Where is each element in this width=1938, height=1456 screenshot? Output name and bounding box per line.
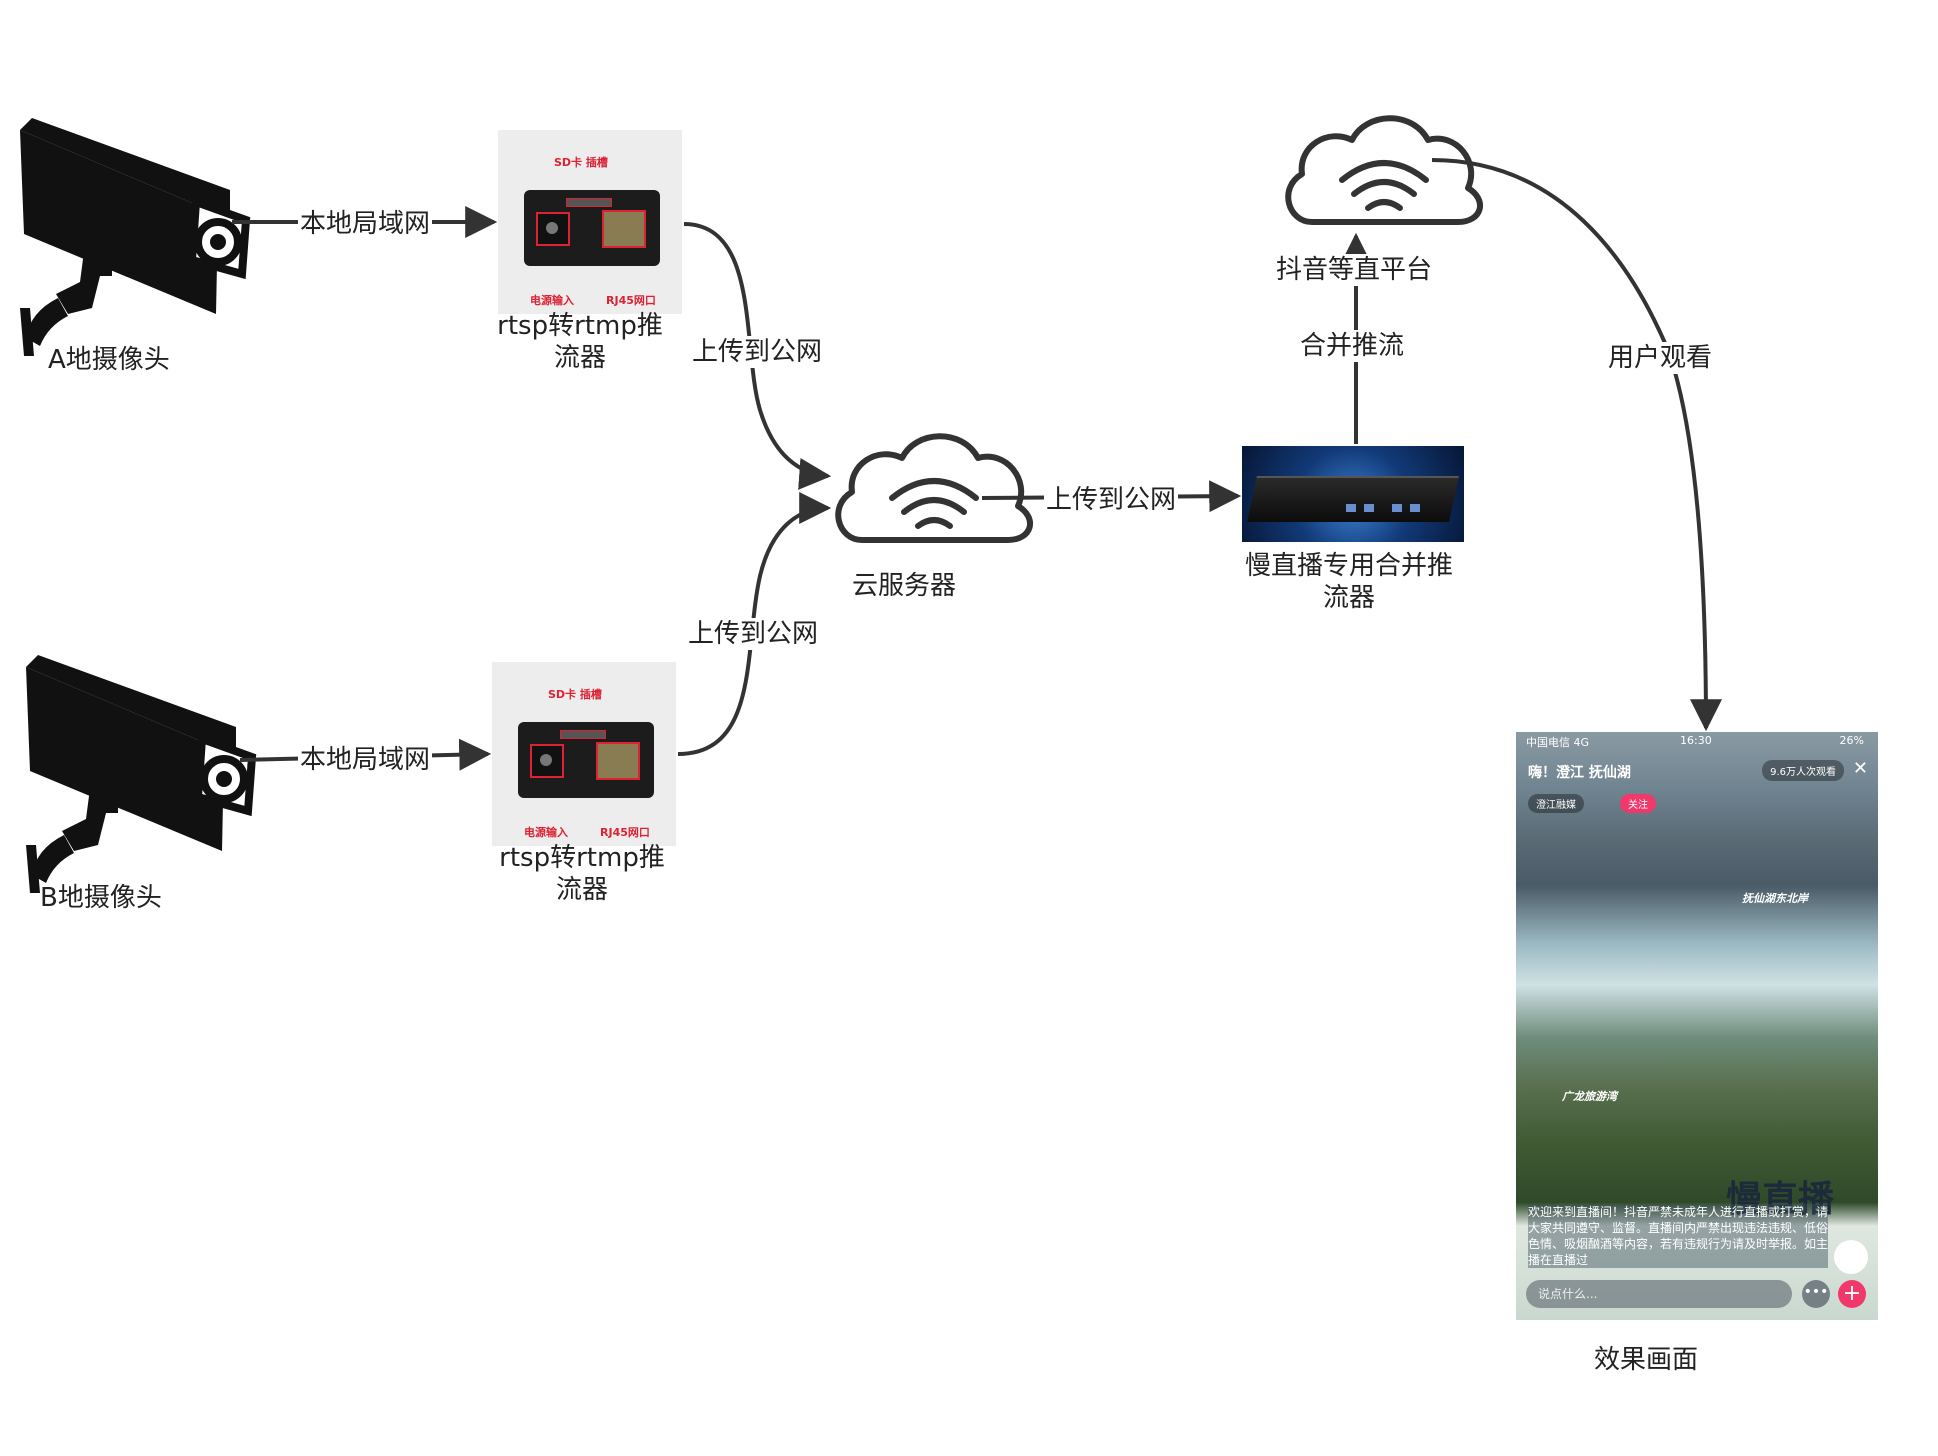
clock: 16:30: [1680, 734, 1712, 747]
merger-box: [1247, 476, 1459, 522]
camera-icon: [26, 655, 252, 893]
more-icon[interactable]: •••: [1802, 1280, 1830, 1308]
close-icon[interactable]: ✕: [1852, 758, 1868, 779]
label-pusher-a: rtsp转rtmp推 流器: [490, 310, 670, 374]
caption-mid: 广龙旅游湾: [1562, 1090, 1617, 1103]
plus-icon[interactable]: +: [1838, 1280, 1866, 1308]
viewer-count: 9.6万人次观看: [1762, 760, 1844, 781]
caption-top: 抚仙湖东北岸: [1742, 892, 1808, 905]
power-port: [530, 744, 564, 778]
label-camera-b: B地摄像头: [40, 883, 162, 913]
merger-port: [1392, 504, 1402, 512]
label-effect: 效果画面: [1594, 1345, 1699, 1375]
pusher-photo-b: SD卡 插槽 电源输入 RJ45网口: [492, 662, 676, 846]
rj45-label: RJ45网口: [606, 294, 656, 307]
edge-upload-a: [683, 222, 832, 490]
rj45-port: [602, 210, 646, 248]
merger-port: [1346, 504, 1356, 512]
merger-port: [1364, 504, 1374, 512]
label-line: 慢直播专用合并推: [1244, 551, 1453, 581]
cloud-wifi-icon: [838, 436, 1030, 540]
follow-button[interactable]: 关注: [1620, 794, 1656, 813]
edge-label-upload-b: 上传到公网: [686, 618, 821, 650]
channel-badge[interactable]: 澄江融媒: [1528, 794, 1584, 813]
power-label: 电源输入: [530, 294, 574, 307]
sd-slot: [566, 198, 612, 207]
carrier: 中国电信 4G: [1526, 736, 1590, 749]
live-title: 嗨！澄江 抚仙湖: [1528, 765, 1631, 781]
label-pusher-b: rtsp转rtmp推 流器: [492, 842, 672, 906]
status-bar: 中国电信 4G 16:30 26%: [1516, 732, 1878, 750]
edge-label-upload-a: 上传到公网: [690, 336, 825, 368]
merger-photo: [1242, 446, 1464, 542]
sd-slot-label: SD卡 插槽: [548, 688, 602, 701]
app-logo-icon: [1834, 1240, 1868, 1274]
sd-slot: [560, 730, 606, 739]
brand-logo: 慢直播: [1725, 1178, 1834, 1220]
power-label: 电源输入: [524, 826, 568, 839]
camera-icon: [20, 118, 246, 356]
edge-label-lan-b: 本地局域网: [298, 744, 433, 776]
power-port: [536, 212, 570, 246]
effect-screenshot: 中国电信 4G 16:30 26% 嗨！澄江 抚仙湖 9.6万人次观看 ✕ 澄江…: [1516, 732, 1878, 1320]
label-platform: 抖音等直平台: [1274, 254, 1435, 286]
edge-upload-b: [677, 492, 832, 756]
label-merger: 慢直播专用合并推 流器: [1236, 550, 1462, 614]
rj45-label: RJ45网口: [600, 826, 650, 839]
label-line: 流器: [553, 343, 606, 373]
pusher-photo-a: SD卡 插槽 电源输入 RJ45网口: [498, 130, 682, 314]
chat-input[interactable]: 说点什么...: [1526, 1280, 1792, 1308]
label-line: rtsp转rtmp推: [499, 843, 665, 873]
rj45-port: [596, 742, 640, 780]
edge-label-lan-a: 本地局域网: [298, 208, 433, 240]
battery: 26%: [1839, 734, 1864, 747]
edge-label-upload-server: 上传到公网: [1044, 484, 1179, 516]
label-cloud-server: 云服务器: [852, 571, 957, 601]
label-camera-a: A地摄像头: [48, 345, 170, 375]
label-line: rtsp转rtmp推: [497, 311, 663, 341]
edge-user-watch: [1431, 158, 1722, 732]
sd-slot-label: SD卡 插槽: [554, 156, 608, 169]
label-line: 流器: [555, 875, 608, 905]
edge-label-merge-push: 合并推流: [1298, 330, 1407, 362]
edge-label-user-watch: 用户观看: [1606, 342, 1715, 374]
merger-port: [1410, 504, 1420, 512]
notice-text: 欢迎来到直播间！抖音严禁未成年人进行直播或打赏，请大家共同遵守、监督。直播间内严…: [1528, 1204, 1829, 1268]
cloud-wifi-icon: [1288, 118, 1480, 222]
label-line: 流器: [1322, 583, 1375, 613]
